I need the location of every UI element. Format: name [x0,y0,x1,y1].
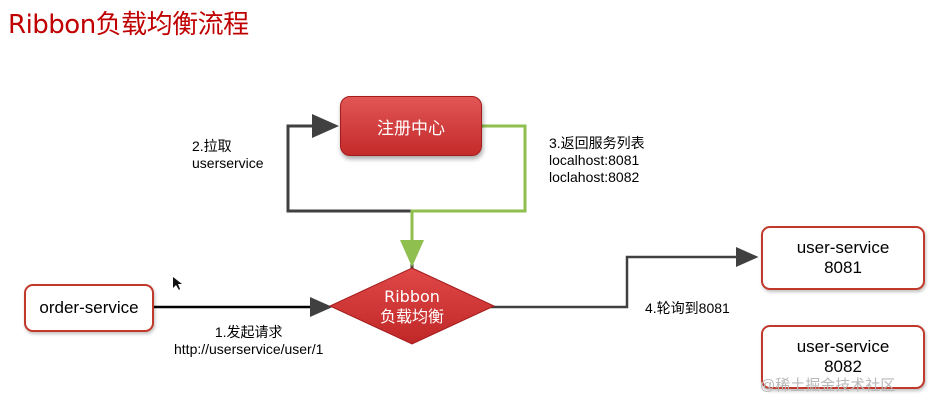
user-service-name: user-service [796,337,890,356]
step3-line1: 3.返回服务列表 [549,135,645,151]
step4-label: 4.轮询到8081 [645,300,730,316]
order-service-label: order-service [39,298,139,317]
ribbon-label-line1: Ribbon [384,287,440,306]
step2-label: 2.拉取 userservice [192,138,264,172]
user-service-name: user-service [796,238,890,257]
step3-line2: localhost:8081 [549,152,640,168]
registry-node: 注册中心 [340,96,482,156]
step2-line2: userservice [192,155,264,171]
ribbon-diamond [328,267,496,345]
step3-line3: loclahost:8082 [549,169,640,185]
user-service-port: 8082 [824,357,862,376]
ribbon-label: Ribbon 负载均衡 [352,287,472,327]
user-service-8081-node: user-service 8081 [761,226,925,290]
return-list-connector [400,124,527,267]
step1-line1: 1.发起请求 [214,324,283,340]
user-service-8082-node: user-service 8082 [761,325,925,389]
registry-label: 注册中心 [377,118,445,139]
step1-label: 1.发起请求 http://userservice/user/1 [174,324,323,358]
step1-line2: http://userservice/user/1 [174,341,324,357]
order-service-node: order-service [24,284,154,332]
round-robin-connector [490,247,759,309]
mouse-cursor-icon [173,277,182,290]
watermark: @稀土掘金技术社区 [760,377,896,394]
step3-label: 3.返回服务列表 localhost:8081 loclahost:8082 [549,135,645,186]
page-title: Ribbon负载均衡流程 [8,10,249,40]
step2-line1: 2.拉取 [192,138,232,154]
user-service-port: 8081 [824,258,862,277]
ribbon-label-line2: 负载均衡 [379,307,444,326]
